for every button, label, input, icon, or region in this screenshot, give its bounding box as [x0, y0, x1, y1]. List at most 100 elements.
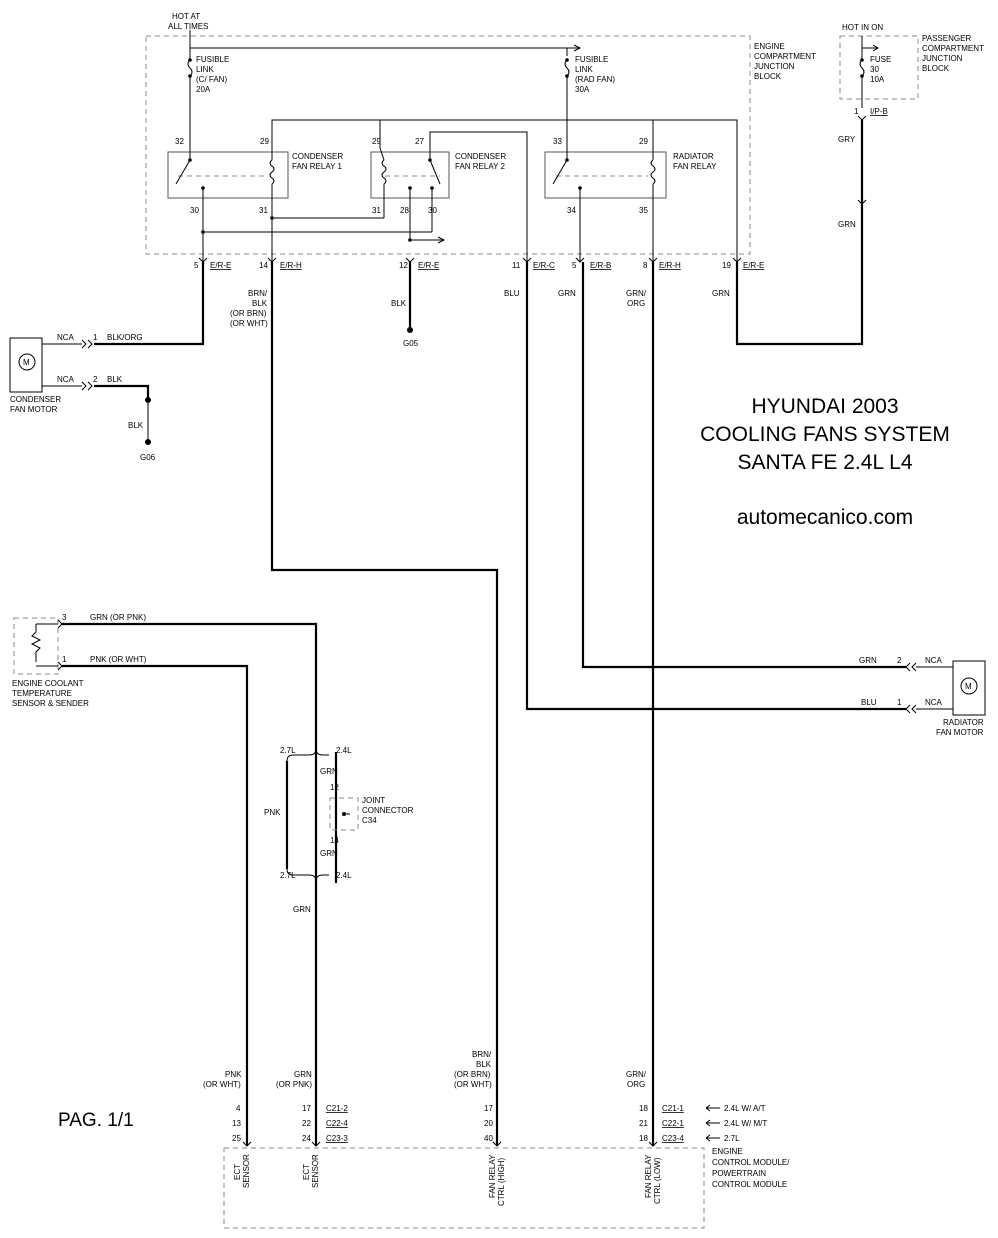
title-line-2: COOLING FANS SYSTEM: [700, 423, 950, 446]
pj-dot-1: [860, 58, 864, 62]
pj-fuse-2: 30: [870, 65, 879, 74]
cond-name-2: FAN MOTOR: [10, 405, 58, 414]
cond-connector: [81, 339, 93, 391]
ect-name-3: SENSOR & SENDER: [12, 699, 89, 708]
ej-conn-pin-6: 8: [643, 261, 648, 270]
rad-wire-label-2: BLU: [861, 698, 877, 707]
relay-3-box: [544, 151, 667, 199]
fl1-line-3: (C/ FAN): [196, 75, 227, 84]
relay-1-label-1: CONDENSER: [292, 152, 343, 161]
r1-coil-symbol: [269, 159, 275, 185]
r3-pin-35: 35: [639, 206, 648, 215]
hot-label-2: ALL TIMES: [168, 22, 208, 31]
cond-nca-1: NCA: [57, 333, 75, 342]
ecm-term-1-b: SENSOR: [242, 1154, 251, 1188]
rad-motor-box: [952, 660, 986, 716]
ej-conn-pin-5: 5: [572, 261, 577, 270]
relay-2-label-2: FAN RELAY 2: [455, 162, 506, 171]
pj-arrow: [872, 44, 879, 52]
ej-name-1: ENGINE: [754, 42, 785, 51]
engine-junction-outline: [145, 35, 751, 255]
ecm-term-3-b: CTRL (HIGH): [497, 1158, 506, 1206]
rad-name-1: RADIATOR: [943, 718, 984, 727]
r2-pin-31: 31: [372, 206, 381, 215]
hot-label-1: HOT AT: [172, 12, 200, 21]
cond-nca-2: NCA: [57, 375, 75, 384]
wire-pnk-or-wht: [62, 664, 249, 1146]
ecm-note-2: 2.4L W/ M/T: [724, 1119, 767, 1128]
engine-junction-block: HOT AT ALL TIMES ENGINE COMPARTMENT JUNC…: [145, 12, 816, 270]
lbl-blk: BLK: [391, 299, 407, 308]
page-label: PAG. 1/1: [58, 1110, 134, 1131]
ecm-pnk-1: PNK: [225, 1070, 242, 1079]
wire-blk-org: [94, 262, 205, 346]
joint-pin-12: 12: [330, 783, 339, 792]
joint-pin-14: 14: [330, 836, 339, 845]
joint-24-bot: 2.4L: [336, 871, 352, 880]
cond-wire-label-2: BLK: [107, 375, 123, 384]
rad-wire-label-1: GRN: [859, 656, 877, 665]
ecm-brn-2: BLK: [476, 1060, 492, 1069]
pj-hot-label: HOT IN ON: [842, 23, 883, 32]
cond-motor-box: [9, 337, 43, 393]
r1-switch: [175, 159, 191, 185]
ecm-c2-c2: C22-4: [326, 1119, 348, 1128]
ect-pin-1: 1: [62, 655, 67, 664]
fl1-line-4: 20A: [196, 85, 211, 94]
ecm-c2-p3: 24: [302, 1134, 311, 1143]
r2-pin27-wire: [429, 131, 528, 262]
r2-pin-27: 27: [415, 137, 424, 146]
r2-pin-29: 29: [372, 137, 381, 146]
r3-pin-33: 33: [553, 137, 562, 146]
wires: BRN/ BLK (OR BRN) (OR WHT) BLK G05 BLU G…: [94, 115, 906, 1146]
ecm-c3-p2: 20: [484, 1119, 493, 1128]
r2-w1: [379, 147, 385, 161]
node-a: [270, 216, 274, 220]
ej-name-2: COMPARTMENT: [754, 52, 816, 61]
joint-grn-bot: GRN: [320, 849, 338, 858]
passenger-junction-block: HOT IN ON PASSENGER COMPARTMENT JUNCTION…: [838, 23, 984, 229]
ground-arrow: [437, 236, 446, 244]
ecm-c4-c3: C23-4: [662, 1134, 684, 1143]
cond-pin-1: 1: [93, 333, 98, 342]
ej-conn-pin-1: 5: [194, 261, 199, 270]
ecm-name-4: CONTROL MODULE: [712, 1180, 787, 1189]
ecm-c2-c3: C23-3: [326, 1134, 348, 1143]
wire-grn-radiator: [581, 262, 906, 669]
relay-3-label-1: RADIATOR: [673, 152, 714, 161]
rad-nca-1: NCA: [925, 656, 943, 665]
r2-pin-30: 30: [428, 206, 437, 215]
relay-3-label-2: FAN RELAY: [673, 162, 717, 171]
lbl-grn: GRN: [558, 289, 576, 298]
lbl-g05: G05: [403, 339, 419, 348]
engine-control-module: PNK (OR WHT) GRN (OR PNK) BRN/ BLK (OR B…: [203, 1050, 790, 1229]
ecm-c3-p3: 40: [484, 1134, 493, 1143]
ecm-term-2b: SENSOR: [311, 1154, 320, 1188]
rad-name-2: FAN MOTOR: [936, 728, 984, 737]
wire-blu: [525, 262, 906, 711]
ej-conn-3: E/R-E: [418, 261, 439, 270]
ej-name-3: JUNCTION: [754, 62, 795, 71]
radiator-fan-motor: M GRN 2 NCA BLU 1 NCA RADIATOR FAN MOTOR: [859, 656, 986, 737]
ej-conn-pin-7: 19: [722, 261, 731, 270]
ecm-term-2-b: SENSOR: [311, 1154, 320, 1188]
ect-name-1: ENGINE COOLANT: [12, 679, 84, 688]
ecm-c3-p1: 17: [484, 1104, 493, 1113]
ecm-c1-p2: 13: [232, 1119, 241, 1128]
r2-coil-symbol: [381, 159, 387, 185]
ecm-grn-2: (OR PNK): [276, 1080, 312, 1089]
joint-name-1: JOINT: [362, 796, 385, 805]
ej-conn-2: E/R-H: [280, 261, 302, 270]
ecm-term-3b: CTRL (HIGH): [497, 1158, 506, 1206]
ecm-brn-1: BRN/: [472, 1050, 492, 1059]
ecm-brn-4: (OR WHT): [454, 1080, 492, 1089]
node-c: [408, 238, 412, 242]
radiator-fan-relay: 33 29 34 35 RADIATOR FAN RELAY: [544, 137, 717, 262]
condenser-fan-relay-1: 32 29 30 31 CONDENSER FAN RELAY 1: [167, 137, 343, 262]
ecm-c4-c1: C21-1: [662, 1104, 684, 1113]
cond-motor-symbol: [18, 353, 36, 371]
title-line-1: HYUNDAI 2003: [751, 395, 898, 418]
ecm-term-2: ECT: [302, 1164, 311, 1180]
joint-connector: 2.7L 2.4L GRN 12 JOINT CONNECTOR C34 PNK…: [264, 746, 414, 1146]
